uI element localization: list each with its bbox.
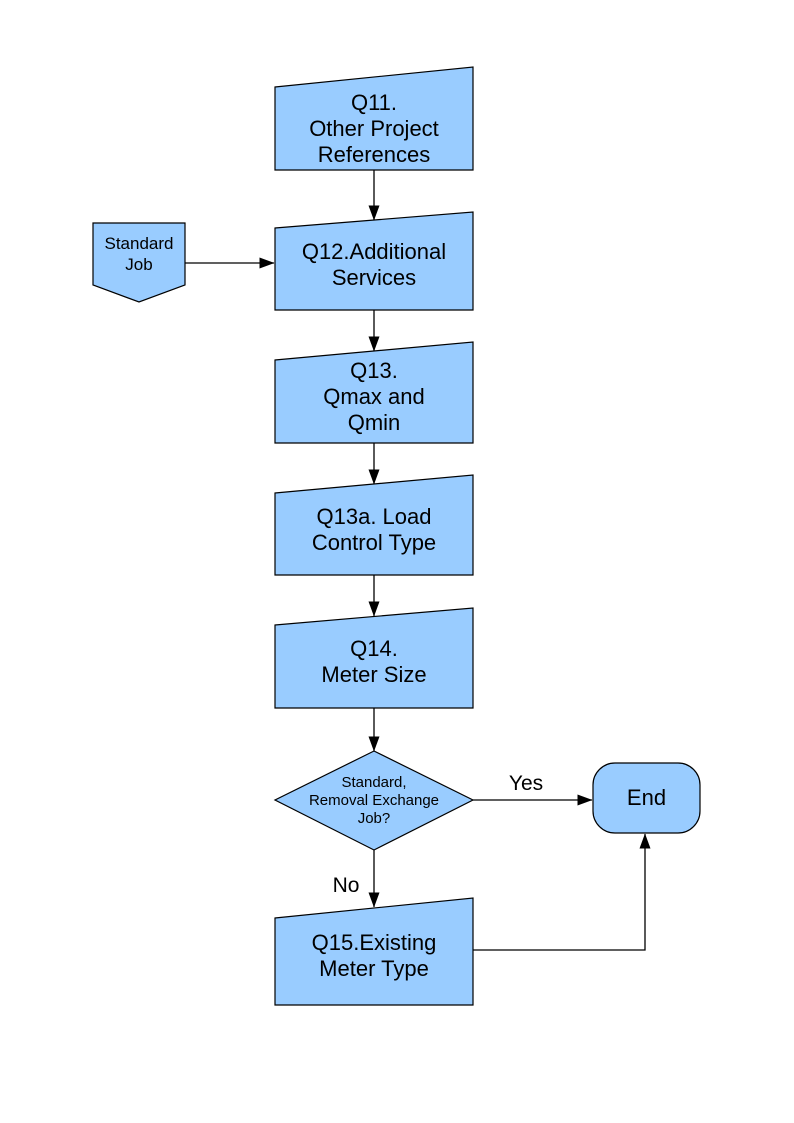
decision-diamond-shape bbox=[273, 750, 475, 851]
q15-node-label: Q15.Existing Meter Type bbox=[311, 930, 437, 981]
q13-node-shape bbox=[274, 341, 474, 444]
end-node-shape bbox=[592, 762, 701, 834]
standard-job-node-label: Standard Job bbox=[104, 234, 174, 274]
q13a-node-shape bbox=[274, 474, 474, 576]
q13a-node-label: Q13a. Load Control Type bbox=[311, 503, 437, 555]
q11-node-label: Q11. Other Project References bbox=[309, 90, 439, 167]
q14-node-shape bbox=[274, 607, 474, 709]
yes-edge-label: Yes bbox=[508, 772, 544, 795]
q14-node-label: Q14. Meter Size bbox=[321, 636, 427, 687]
decision-diamond-label: Standard, Removal Exchange Job? bbox=[308, 774, 440, 827]
connector-q15-to-end bbox=[473, 833, 651, 951]
q13-node-label: Q13. Qmax and Qmin bbox=[323, 358, 425, 435]
q11-node-shape bbox=[274, 66, 474, 171]
standard-job-node-shape bbox=[92, 222, 186, 303]
no-edge-label: No bbox=[332, 874, 360, 897]
q15-node-shape bbox=[274, 897, 474, 1006]
q12-node-shape bbox=[274, 211, 474, 311]
q12-node-label: Q12.Additional Services bbox=[301, 239, 447, 290]
end-node-label: End bbox=[626, 785, 667, 810]
